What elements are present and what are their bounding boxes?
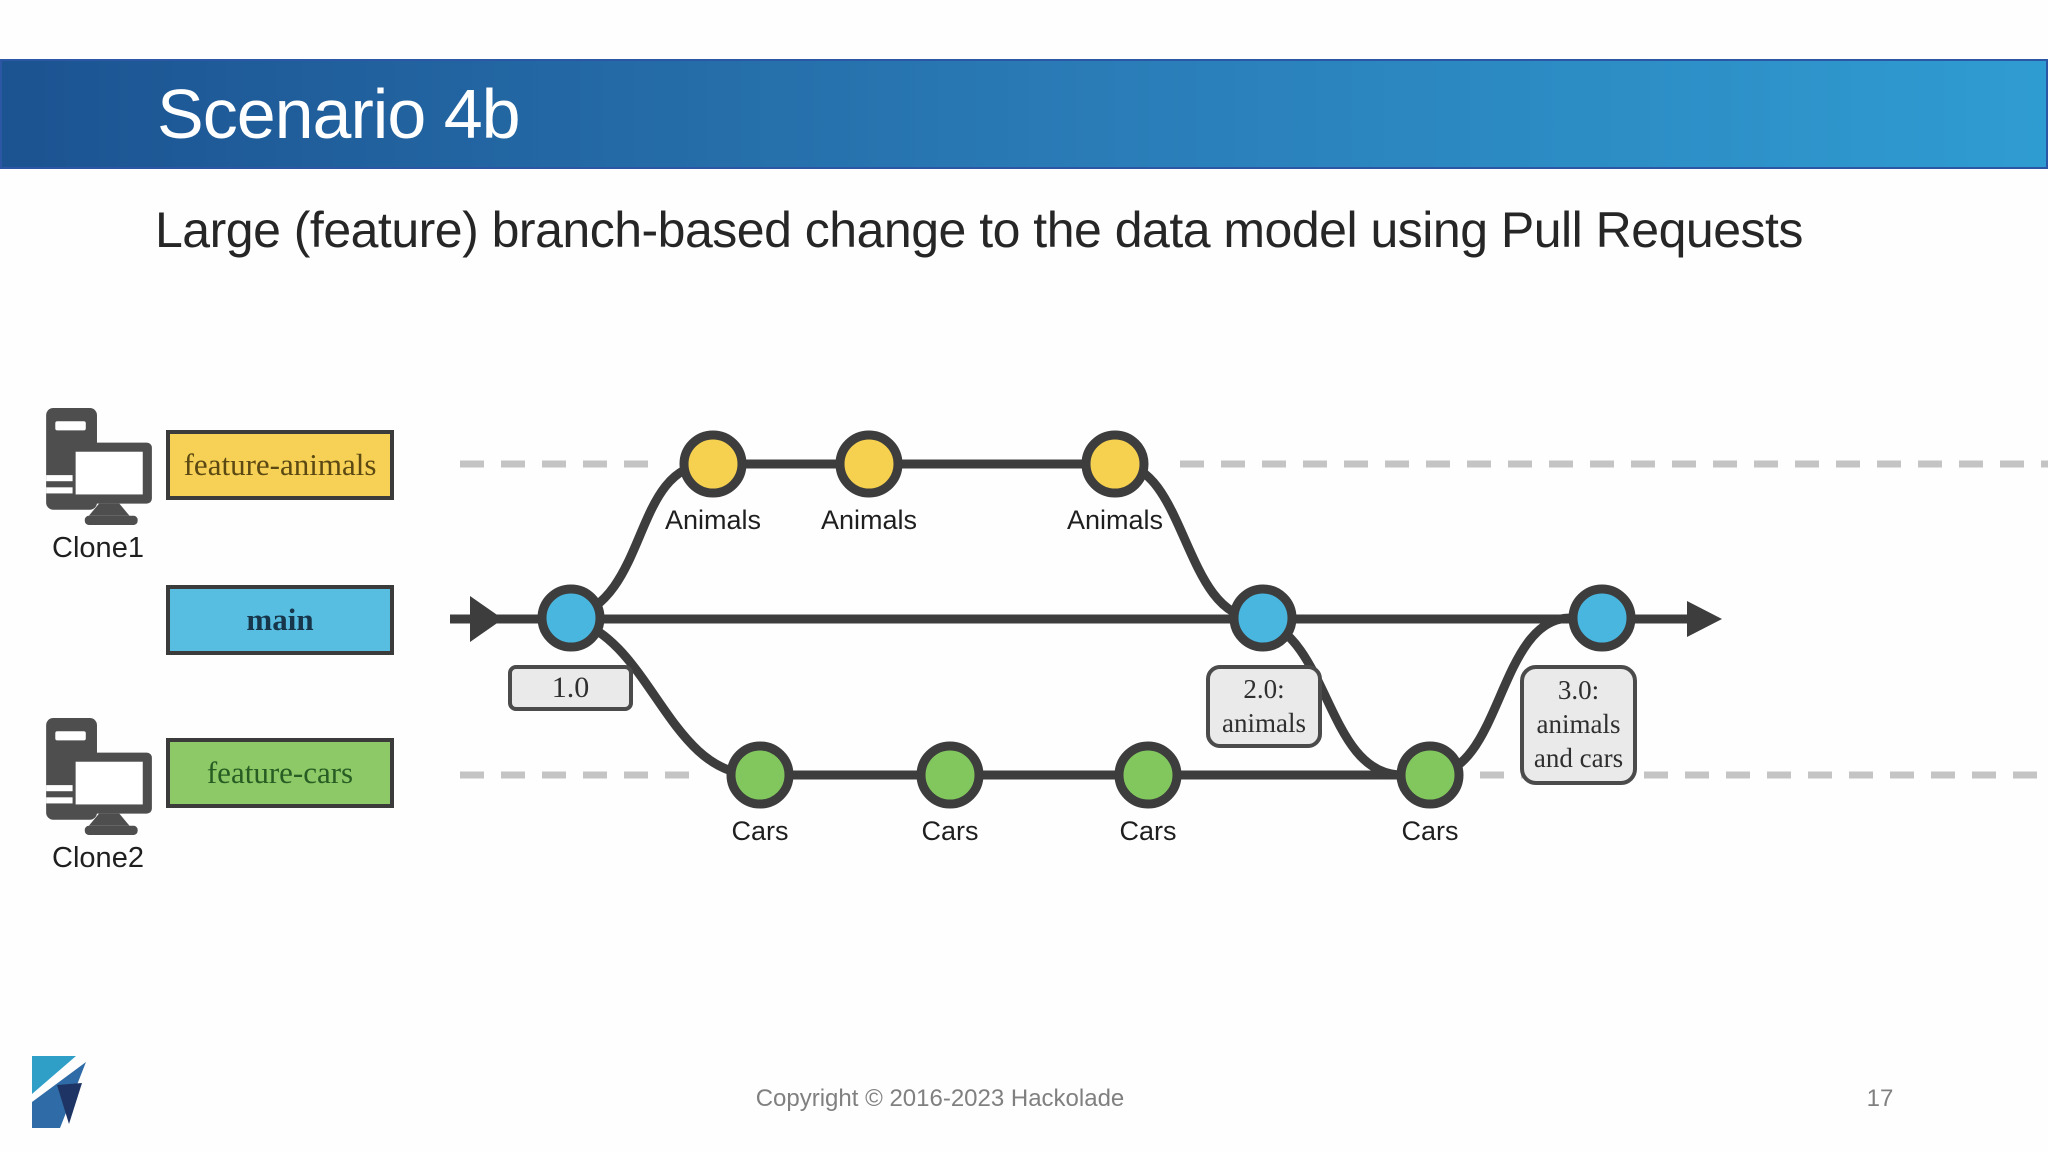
commit-node-animals-3: [1081, 430, 1149, 498]
commit-node-cars-4: [1396, 741, 1464, 809]
version-label-line: 1.0: [551, 671, 590, 704]
version-label-2-0-animals: 2.0: animals: [1206, 665, 1322, 748]
desktop-computer-icon: [46, 718, 152, 835]
commit-node-1-0: [537, 584, 605, 652]
desktop-computer-icon: [46, 408, 152, 525]
clone-label: Clone1: [52, 532, 144, 564]
slide-subtitle: Large (feature) branch-based change to t…: [155, 202, 1803, 258]
main-line-start-arrow-icon: [470, 596, 503, 642]
main-line-end-arrow-icon: [1687, 601, 1722, 637]
commit-node-cars-1: [726, 741, 794, 809]
commit-label-cars: Cars: [1401, 816, 1459, 846]
commit-label-animals: Animals: [820, 505, 918, 535]
branch-label-main: main: [166, 585, 394, 655]
version-label-line: and cars: [1533, 742, 1624, 773]
version-label-line: animals: [1536, 709, 1621, 740]
commit-label-animals: Animals: [1066, 505, 1164, 535]
commit-node-cars-3: [1114, 741, 1182, 809]
title-bar: Scenario 4b: [0, 59, 2048, 169]
branch-label-feature-animals: feature-animals: [166, 430, 394, 500]
commit-node-animals-1: [679, 430, 747, 498]
commit-node-3-0: [1568, 584, 1636, 652]
version-label-3-0-animals-and-cars: 3.0: animals and cars: [1520, 665, 1637, 785]
version-label-line: animals: [1222, 707, 1306, 738]
commit-node-animals-2: [835, 430, 903, 498]
commit-label-animals: Animals: [664, 505, 762, 535]
version-label-line: 3.0:: [1557, 675, 1600, 706]
clone2-workstation: Clone2: [23, 718, 173, 875]
hackolade-logo: [32, 1056, 86, 1128]
commit-label-cars: Cars: [1119, 816, 1177, 846]
branch-path-feature-animals: [569, 459, 1257, 623]
slide-title: Scenario 4b: [157, 75, 521, 153]
commit-node-2-0: [1229, 584, 1297, 652]
clone1-workstation: Clone1: [23, 408, 173, 565]
branch-label-feature-cars: feature-cars: [166, 738, 394, 808]
commit-label-cars: Cars: [731, 816, 789, 846]
commit-label-cars: Cars: [921, 816, 979, 846]
version-label-1-0: 1.0: [508, 665, 633, 711]
clone-label: Clone2: [52, 842, 144, 874]
commit-node-cars-2: [916, 741, 984, 809]
page-number: 17: [1866, 1085, 1894, 1112]
copyright-text: Copyright © 2016-2023 Hackolade: [755, 1085, 1125, 1112]
version-label-line: 2.0:: [1243, 673, 1285, 704]
